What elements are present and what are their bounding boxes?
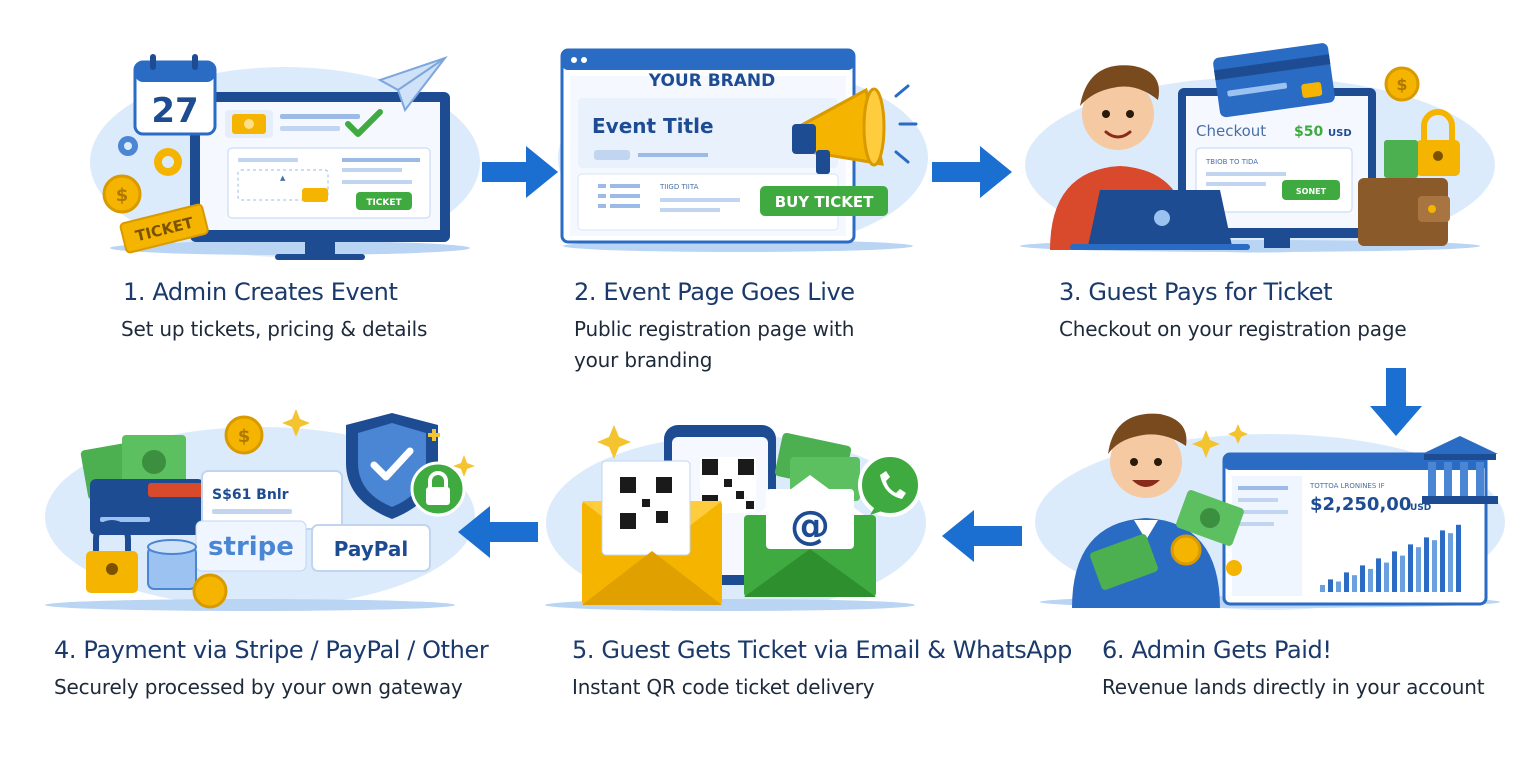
- bar-chart-icon: [1320, 524, 1461, 592]
- calendar-day: 27: [151, 91, 198, 131]
- buy-ticket-button: BUY TICKET: [760, 186, 888, 216]
- padlock-icon: [86, 520, 138, 593]
- revenue-bar: [1352, 575, 1357, 592]
- paypal-label: PayPal: [334, 537, 409, 561]
- step-3-title: 3. Guest Pays for Ticket: [1059, 278, 1333, 306]
- svg-text:@: @: [790, 503, 830, 549]
- step-3-description: Checkout on your registration page: [1059, 317, 1407, 341]
- sparkle-icon: [1192, 424, 1248, 458]
- step-1-title: 1. Admin Creates Event: [123, 278, 398, 306]
- revenue-bar: [1336, 581, 1341, 592]
- gear-icon: [118, 136, 182, 176]
- revenue-bar: [1416, 547, 1421, 592]
- gateway-card: S$61 Bnlr: [201, 470, 343, 530]
- checkout-price: $50: [1294, 124, 1323, 140]
- revenue-bar: [1456, 524, 1461, 592]
- earnings-label: TOTTOA LRONINES IF: [1309, 482, 1385, 490]
- ticket-button-label: TICKET: [366, 198, 402, 208]
- megaphone-icon: [792, 84, 918, 174]
- revenue-bar: [1344, 572, 1349, 592]
- small-text: TIIGD TIITA: [659, 183, 699, 191]
- revenue-bar: [1400, 555, 1405, 592]
- revenue-bar: [1448, 533, 1453, 592]
- revenue-bar: [1440, 530, 1445, 592]
- revenue-bar: [1408, 544, 1413, 592]
- arrow-step6-to-step5: [942, 510, 1022, 562]
- event-title-label: Event Title: [592, 114, 714, 138]
- checkout-button-label: SONET: [1296, 187, 1327, 196]
- svg-text:▲: ▲: [280, 174, 286, 182]
- earnings-amount: $2,250,00: [1310, 494, 1411, 515]
- whatsapp-icon: [858, 453, 922, 517]
- earnings-currency: USD: [1410, 503, 1431, 513]
- step-4-description: Securely processed by your own gateway: [54, 675, 463, 699]
- buy-ticket-label: BUY TICKET: [775, 193, 874, 211]
- step-1-illustration: ▲ TICKET 27: [80, 50, 480, 260]
- check-icon: [345, 109, 383, 137]
- gateway-card-text: S$61 Bnlr: [212, 487, 289, 503]
- revenue-bar: [1360, 565, 1365, 592]
- envelope-icon: [582, 460, 722, 605]
- sparkle-icon: [282, 409, 475, 477]
- arrow-step1-to-step2: [482, 146, 558, 198]
- coin-icon: $: [102, 174, 142, 214]
- step-1-description: Set up tickets, pricing & details: [121, 317, 428, 341]
- stripe-label: stripe: [208, 532, 294, 562]
- checkout-line-text: TBIOB TO TIDA: [1205, 158, 1258, 166]
- svg-text:$: $: [1396, 75, 1407, 94]
- calendar-icon: 27: [133, 54, 217, 136]
- step-5-description: Instant QR code ticket delivery: [572, 675, 875, 699]
- laptop-icon: [1070, 190, 1250, 250]
- svg-text:$: $: [116, 185, 129, 206]
- step-5-illustration: @: [540, 415, 930, 615]
- bank-icon: [1422, 436, 1498, 504]
- dashboard-screen: TOTTOA LRONINES IF $2,250,00 USD: [1222, 452, 1488, 606]
- step-6-illustration: TOTTOA LRONINES IF $2,250,00 USD: [1030, 402, 1510, 612]
- step-3-illustration: Checkout $50 USD TBIOB TO TIDA SONET $: [1010, 40, 1495, 255]
- wallet-icon: [1358, 140, 1450, 246]
- coin-stack-icon: [147, 539, 197, 590]
- revenue-bar: [1424, 537, 1429, 592]
- step-6-description: Revenue lands directly in your account: [1102, 675, 1485, 699]
- brand-label: YOUR BRAND: [648, 71, 776, 91]
- lock-icon: [410, 461, 466, 517]
- step-4-illustration: S$61 Bnlr stripe PayPal: [40, 405, 480, 615]
- ticket-button: TICKET: [356, 192, 412, 210]
- step-5-title: 5. Guest Gets Ticket via Email & WhatsAp…: [572, 636, 1072, 664]
- paypal-logo: PayPal: [311, 524, 431, 572]
- sparkle-icon: [597, 425, 631, 459]
- revenue-bar: [1384, 562, 1389, 592]
- coin-icon: [1170, 534, 1242, 576]
- arrow-step5-to-step4: [458, 506, 538, 558]
- coin-icon: $: [192, 415, 264, 609]
- cash-icon: [1090, 490, 1244, 590]
- paper-plane-icon: [377, 55, 448, 113]
- monitor: ▲: [190, 92, 450, 260]
- at-icon: @: [790, 503, 830, 549]
- revenue-bar: [1320, 585, 1325, 592]
- green-envelope-icon: [744, 475, 876, 597]
- revenue-bar: [1368, 568, 1373, 592]
- coin-icon: $: [1384, 66, 1420, 102]
- revenue-bar: [1376, 558, 1381, 592]
- stripe-logo: stripe: [195, 520, 307, 572]
- lock-icon: [1416, 109, 1460, 176]
- checkout-label: Checkout: [1196, 122, 1266, 140]
- step-2-title: 2. Event Page Goes Live: [574, 278, 855, 306]
- revenue-bar: [1392, 551, 1397, 592]
- step-2-illustration: YOUR BRAND Event Title TIIGD TIITA BUY T…: [548, 40, 928, 255]
- credit-card-icon: [1213, 43, 1335, 118]
- step-4-title: 4. Payment via Stripe / PayPal / Other: [54, 636, 489, 664]
- revenue-bar: [1328, 579, 1333, 592]
- checkout-currency: USD: [1328, 128, 1352, 139]
- ticket-stub: TICKET: [119, 203, 209, 254]
- arrow-step3-to-step6: [1370, 368, 1422, 436]
- ticket-icon: [232, 114, 266, 134]
- revenue-bar: [1432, 540, 1437, 592]
- step-2-description: Public registration page with your brand…: [574, 317, 855, 372]
- arrow-step2-to-step3: [932, 146, 1012, 198]
- svg-text:$: $: [238, 426, 251, 447]
- step-6-title: 6. Admin Gets Paid!: [1102, 636, 1332, 664]
